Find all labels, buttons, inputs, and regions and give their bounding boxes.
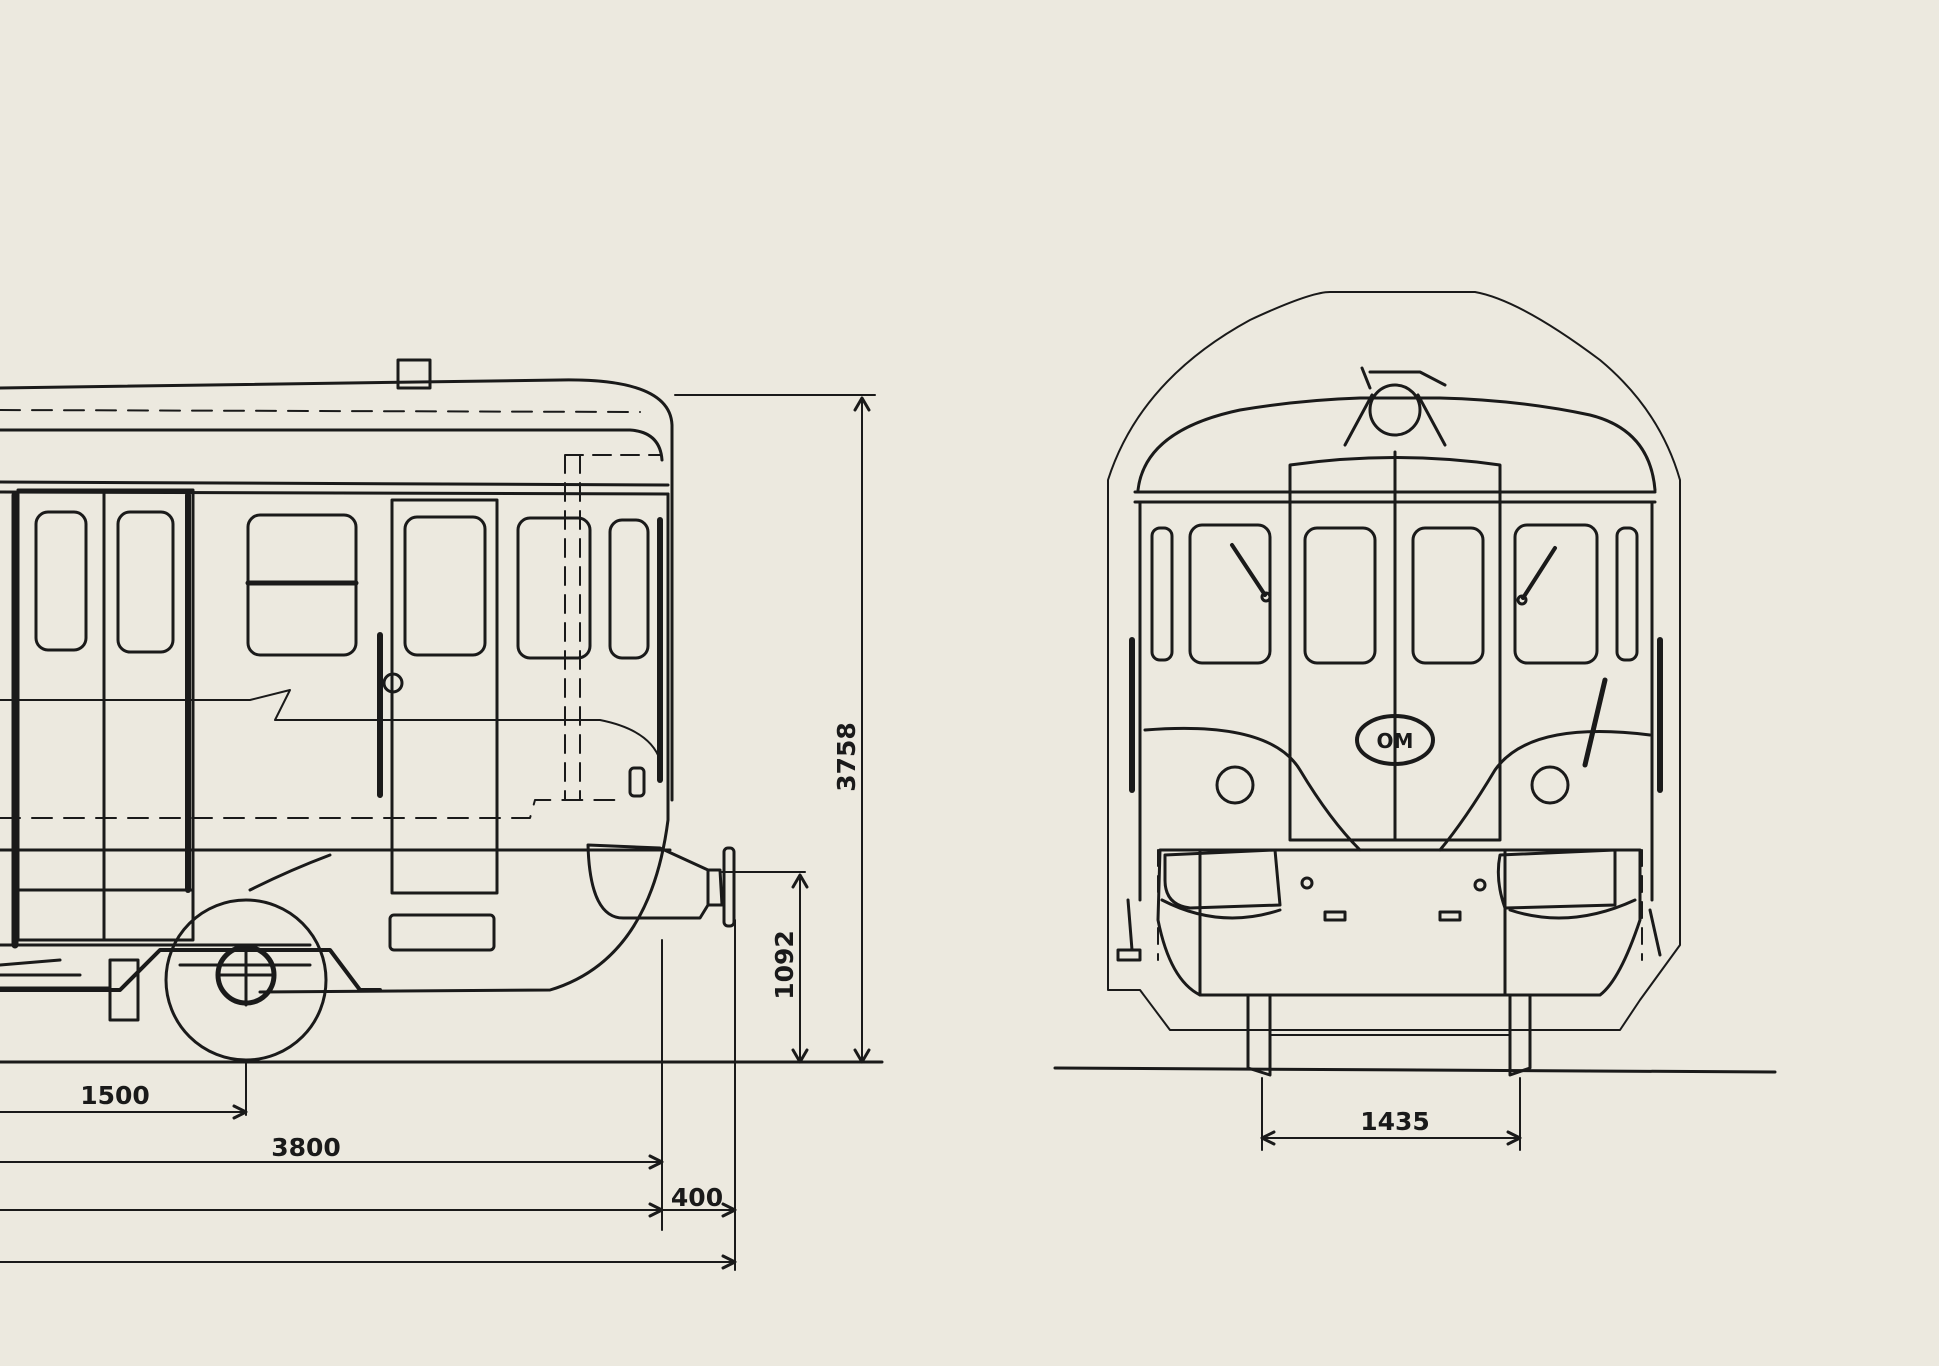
- wiper-pivot-right: [1516, 594, 1528, 606]
- cab-door: [390, 498, 499, 895]
- front-window-left: [1188, 523, 1272, 665]
- tail-lamp: [628, 766, 646, 798]
- front-buffer-left: [1163, 848, 1282, 910]
- door-window-right: [116, 510, 175, 654]
- buffer-plate: [722, 846, 736, 928]
- cab-front-side-window: [608, 518, 650, 660]
- top-headlamp: [1368, 383, 1422, 437]
- side-buffer: [586, 843, 710, 920]
- door-lock-icon: [382, 672, 404, 694]
- maker-logo-oval: [1355, 714, 1435, 766]
- side-roof-line: [0, 428, 664, 462]
- front-window-centre-right: [1411, 526, 1485, 665]
- wiper-left-icon: [1230, 543, 1267, 597]
- side-skirt: [248, 853, 332, 892]
- coupler-pin-right: [1473, 878, 1487, 892]
- front-side-window-right: [1615, 526, 1639, 662]
- cant-rail-lower: [0, 490, 670, 496]
- buffer-head: [706, 868, 724, 907]
- cab-side-window: [516, 516, 592, 660]
- side-dimensions: [0, 394, 876, 1271]
- wiper-right-icon: [1521, 546, 1557, 600]
- front-buffer-beam: [1156, 848, 1642, 997]
- dimension-bogie-to-end: 3800: [271, 1133, 341, 1162]
- door-window-left: [34, 510, 88, 652]
- cab-door-window: [403, 515, 487, 657]
- front-roof: [1136, 396, 1657, 492]
- front-dimensions: [1260, 1077, 1522, 1151]
- waist-dashed: [0, 799, 621, 819]
- clearance-gauge-outline: [1107, 291, 1681, 1031]
- side-body-end: [258, 492, 670, 994]
- wiper-pivot-left: [1260, 591, 1272, 603]
- side-step: [388, 913, 496, 952]
- coupler-slot-left: [1323, 910, 1347, 922]
- front-step-left: [1116, 898, 1142, 962]
- front-view: [1053, 291, 1777, 1077]
- cant-rail: [0, 480, 670, 487]
- marker-lamp-right: [1530, 765, 1570, 805]
- front-centre-panel: [1288, 456, 1502, 842]
- front-window-centre-left: [1303, 526, 1377, 665]
- bogie-wheel: [164, 898, 328, 1062]
- handle-lever-icon: [1582, 677, 1608, 768]
- dimension-half-wheelbase: 1500: [80, 1081, 150, 1110]
- waist-line: [0, 689, 661, 761]
- maker-logo-text: OM: [1377, 729, 1414, 753]
- dimension-height-total: 3758: [832, 722, 861, 792]
- marker-lamp-left: [1215, 765, 1255, 805]
- dimension-buffer-height: 1092: [770, 930, 799, 1000]
- front-wheel-right: [1508, 993, 1532, 1077]
- bogie-axlebox: [108, 958, 140, 1022]
- coupler-pin-left: [1300, 876, 1314, 890]
- side-roof-dashed: [0, 409, 641, 413]
- buffer-beam-lower-curve: [1160, 898, 1637, 920]
- front-window-right: [1513, 523, 1599, 665]
- roof-vent: [396, 358, 432, 390]
- coupler-slot-right: [1438, 910, 1462, 922]
- end-frame-dashed: [564, 454, 661, 801]
- side-roof-outline: [0, 378, 674, 802]
- front-step-right: [1648, 908, 1662, 957]
- dimension-track-gauge: 1435: [1360, 1107, 1430, 1136]
- headlamp-mount: [1343, 366, 1447, 447]
- side-view: [0, 358, 884, 1064]
- front-buffer-right: [1496, 848, 1617, 910]
- dimension-buffer-length: 400: [671, 1183, 723, 1212]
- front-side-window-left: [1150, 526, 1174, 662]
- front-wheel-left: [1246, 993, 1272, 1077]
- front-rail-line: [1053, 1066, 1777, 1074]
